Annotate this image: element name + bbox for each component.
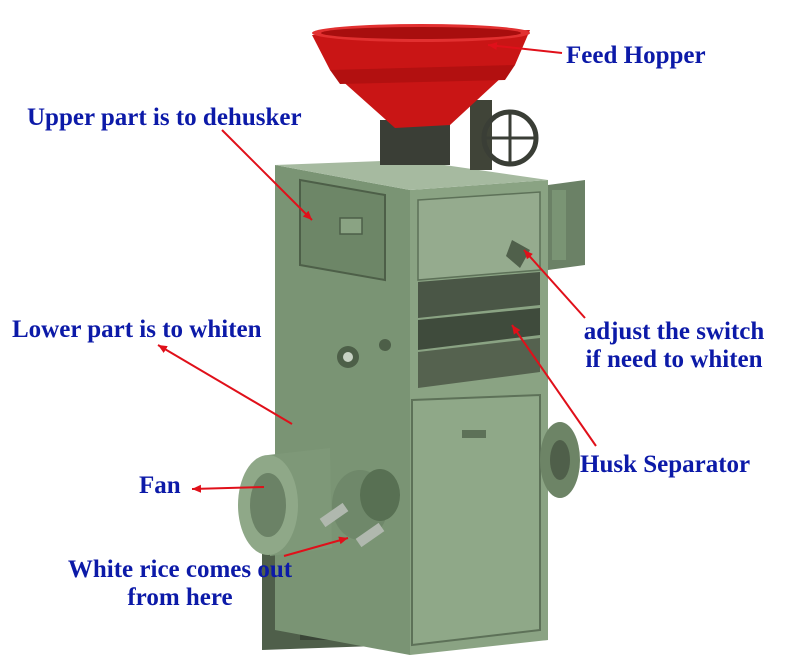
label-fan: Fan bbox=[139, 472, 181, 499]
callout-arrows bbox=[157, 41, 597, 557]
label-white-rice-line1: White rice comes out bbox=[67, 556, 293, 583]
feed-hopper-shape bbox=[312, 24, 530, 128]
machine-body bbox=[275, 160, 548, 655]
label-feed-hopper: Feed Hopper bbox=[566, 42, 706, 69]
outlet-assembly bbox=[319, 469, 400, 548]
label-adjust-line1: adjust the switch bbox=[583, 318, 765, 345]
label-upper-part: Upper part is to dehusker bbox=[27, 104, 302, 131]
label-adjust-line2: if need to whiten bbox=[585, 346, 763, 373]
arrow-fan bbox=[191, 484, 265, 493]
fan-housing bbox=[238, 448, 332, 556]
pulley bbox=[540, 422, 580, 498]
arrow-white-rice bbox=[283, 536, 349, 557]
label-white-rice-line2: from here bbox=[127, 584, 233, 611]
arrow-feed-hopper bbox=[487, 41, 563, 54]
arrow-husk-separator bbox=[511, 324, 597, 447]
arrow-adjust-switch bbox=[523, 249, 586, 319]
label-white-rice: White rice comes out from here bbox=[46, 556, 314, 612]
arrow-upper-part bbox=[221, 129, 313, 221]
label-lower-part: Lower part is to whiten bbox=[12, 316, 262, 343]
label-husk-separator: Husk Separator bbox=[580, 451, 751, 478]
hopper-support bbox=[380, 100, 539, 170]
label-adjust-switch: adjust the switch if need to whiten bbox=[568, 318, 780, 374]
side-control-box bbox=[548, 180, 585, 270]
arrow-lower-part bbox=[157, 344, 293, 425]
